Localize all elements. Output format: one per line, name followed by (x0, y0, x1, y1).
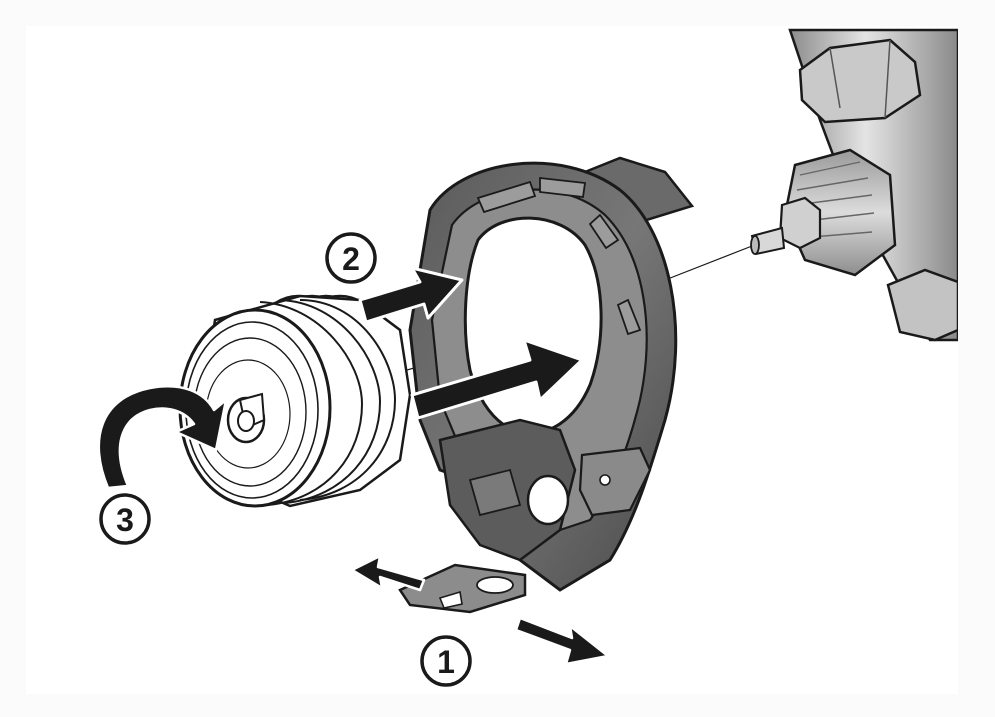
adapter-hole (526, 474, 570, 526)
adapter-opening (463, 216, 603, 435)
valve-upper-nut (798, 38, 922, 124)
arrow-step-1-left (350, 554, 426, 592)
arrow-step-1-right (514, 616, 610, 666)
assembly-diagram: 2 3 1 (97, 28, 958, 687)
valve-small-nut (778, 196, 822, 250)
diagram-canvas: 2 3 1 (26, 26, 958, 694)
step-number-3: 3 (116, 502, 134, 538)
thermostat-head (178, 294, 412, 508)
arrow-step-3-rotate (97, 385, 228, 490)
adapter-screw-tab (578, 446, 652, 517)
radiator-valve (750, 28, 958, 342)
arrow-step-2-upper (358, 266, 464, 324)
valve-lower-nut (886, 268, 958, 342)
step-badge-1: 1 (420, 635, 472, 687)
step-number-2: 2 (342, 241, 360, 277)
step-number-1: 1 (437, 644, 455, 680)
step-badge-2: 2 (325, 232, 377, 284)
arrow-step-2-lower (410, 338, 584, 420)
step-badge-3: 3 (99, 493, 151, 545)
